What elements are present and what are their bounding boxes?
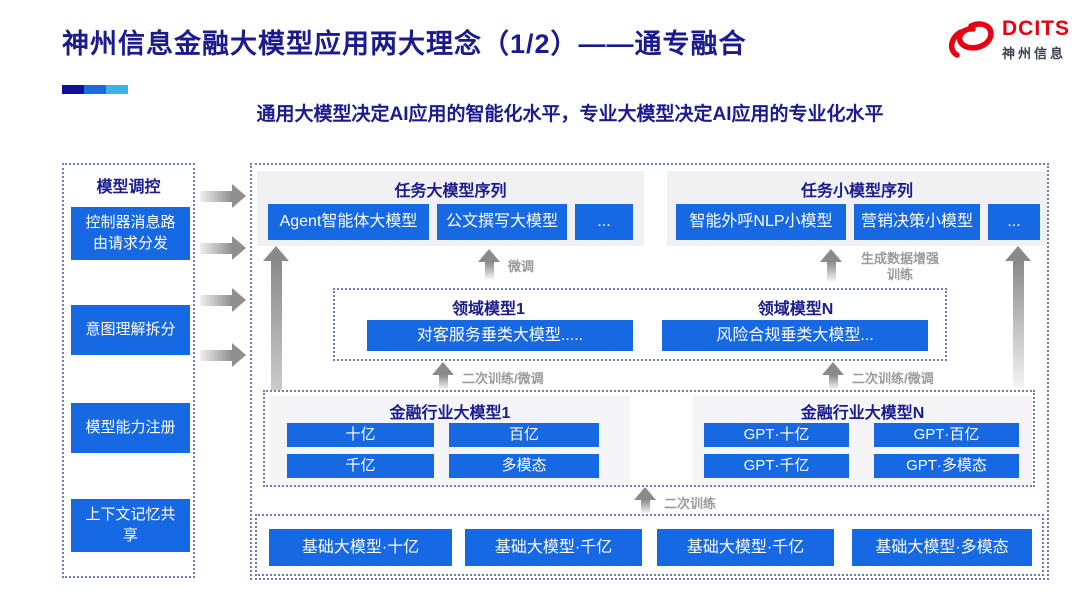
arrow-up-icon xyxy=(478,249,500,279)
main-diagram-frame xyxy=(250,163,1049,580)
chip-outbound-nlp-model: 智能外呼NLP小模型 xyxy=(676,204,846,240)
arrow-up-icon xyxy=(432,362,454,389)
accent-bar-navy xyxy=(62,85,84,94)
page-title: 神州信息金融大模型应用两大理念（1/2）——通专融合 xyxy=(62,29,747,59)
chip-risk-compliance-model: 风险合规垂类大模型... xyxy=(662,320,928,351)
industry-model-panel: 金融行业大模型1 金融行业大模型N 十亿 百亿 千亿 多模态 GPT·十亿 GP… xyxy=(263,390,1035,487)
arrow-label-gen-data-training: 生成数据增强 训练 xyxy=(860,251,939,283)
chip-agent-large-model: Agent智能体大模型 xyxy=(268,204,429,240)
brand-name: DCITS xyxy=(1002,17,1070,40)
task-small-model-panel: 任务小模型序列 智能外呼NLP小模型 营销决策小模型 ... xyxy=(667,171,1047,246)
chip-more-models: ... xyxy=(988,204,1040,240)
arrow-up-icon xyxy=(822,362,844,389)
domain-group1-title: 领域模型1 xyxy=(452,301,525,318)
chip-gpt-multimodal: GPT·多模态 xyxy=(874,454,1019,478)
arrow-right-icon xyxy=(200,288,246,312)
sidebar-item-intent-split: 意图理解拆分 xyxy=(71,305,190,355)
chip-base-model-hundred-billion: 基础大模型·千亿 xyxy=(465,529,642,566)
domain-model-panel: 领域模型1 领域模型N 对客服务垂类大模型..... 风险合规垂类大模型... xyxy=(333,288,947,361)
task-large-panel-title: 任务大模型序列 xyxy=(394,183,507,200)
chip-customer-service-model: 对客服务垂类大模型..... xyxy=(367,320,633,351)
chip-gpt-ten-billion: GPT·百亿 xyxy=(874,423,1019,447)
sidebar-item-controller-routing: 控制器消息路由请求分发 xyxy=(71,207,190,260)
brand-logo: DCITS 神州信息 xyxy=(946,18,1074,62)
industry-group1-title: 金融行业大模型1 xyxy=(389,405,511,422)
accent-bar xyxy=(62,85,128,94)
arrow-label-retrain-finetune-left: 二次训练/微调 xyxy=(462,371,544,386)
accent-bar-blue xyxy=(84,85,106,94)
arrow-up-icon xyxy=(634,487,656,513)
chip-document-writing-model: 公文撰写大模型 xyxy=(437,204,567,240)
dcits-swirl-icon xyxy=(948,21,994,58)
chip-gpt-billion: GPT·十亿 xyxy=(704,423,849,447)
domain-groupN-title: 领域模型N xyxy=(757,301,834,318)
brand-name-cn: 神州信息 xyxy=(1002,46,1067,61)
chip-base-model-hundred-billion-2: 基础大模型·千亿 xyxy=(657,529,834,566)
arrow-up-icon xyxy=(820,249,842,281)
chip-billion: 十亿 xyxy=(287,423,434,447)
slide-subtitle: 通用大模型决定AI应用的智能化水平，专业大模型决定AI应用的专业化水平 xyxy=(256,104,884,125)
arrow-label-retrain: 二次训练 xyxy=(664,496,717,511)
sidebar-title: 模型调控 xyxy=(96,179,161,196)
chip-ten-billion: 百亿 xyxy=(449,423,599,447)
industry-groupN-title: 金融行业大模型N xyxy=(800,405,925,422)
sidebar-panel: 模型调控 控制器消息路由请求分发 意图理解拆分 模型能力注册 上下文记忆共享 xyxy=(62,163,195,578)
chip-base-model-billion: 基础大模型·十亿 xyxy=(269,529,452,566)
sidebar-item-context-memory: 上下文记忆共享 xyxy=(71,499,190,552)
chip-marketing-decision-model: 营销决策小模型 xyxy=(854,204,980,240)
arrow-up-icon xyxy=(1004,246,1032,387)
arrow-right-icon xyxy=(200,184,246,208)
accent-bar-cyan xyxy=(106,85,128,94)
task-large-model-panel: 任务大模型序列 Agent智能体大模型 公文撰写大模型 ... xyxy=(257,171,644,246)
arrow-up-icon xyxy=(262,246,290,470)
chip-gpt-hundred-billion: GPT·千亿 xyxy=(704,454,849,478)
task-small-panel-title: 任务小模型序列 xyxy=(800,183,913,200)
chip-multimodal: 多模态 xyxy=(449,454,599,478)
chip-more-models: ... xyxy=(575,204,633,240)
base-model-panel: 基础大模型·十亿 基础大模型·千亿 基础大模型·千亿 基础大模型·多模态 xyxy=(255,514,1044,576)
arrow-label-finetune: 微调 xyxy=(508,259,535,274)
chip-base-model-multimodal: 基础大模型·多模态 xyxy=(852,529,1032,566)
chip-hundred-billion: 千亿 xyxy=(287,454,434,478)
arrow-label-retrain-finetune-right: 二次训练/微调 xyxy=(852,371,934,386)
arrow-right-icon xyxy=(200,343,246,367)
arrow-right-icon xyxy=(200,236,246,260)
sidebar-item-capability-register: 模型能力注册 xyxy=(71,403,190,453)
